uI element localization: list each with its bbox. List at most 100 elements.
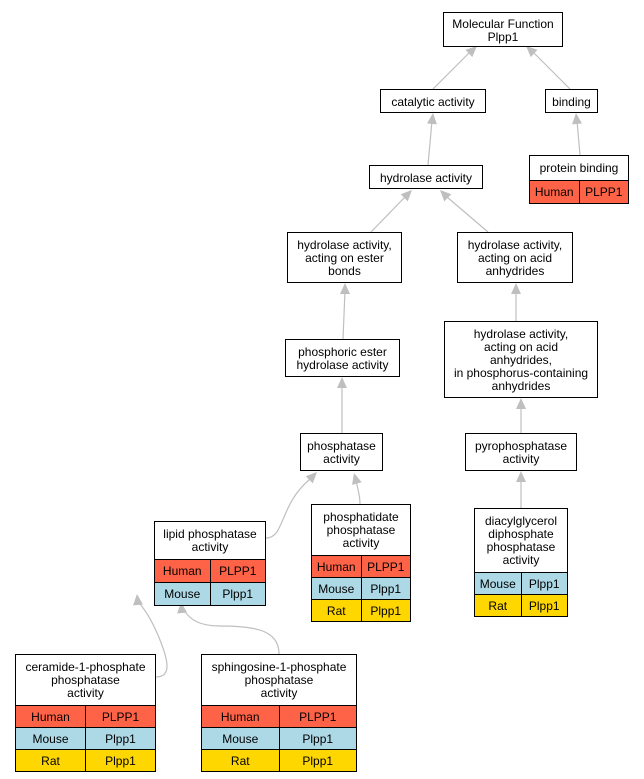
term-label: binding — [552, 94, 591, 109]
edge-lipid-phosphatase-to-phosphatase — [265, 472, 317, 539]
edge-line — [446, 196, 489, 233]
node-hydrolase-ester[interactable]: hydrolase activity, acting on ester bond… — [287, 232, 402, 283]
edge-line — [342, 290, 346, 340]
arrowhead — [133, 594, 143, 606]
species-cell: Mouse — [318, 581, 355, 596]
species-cell: Rat — [230, 753, 250, 768]
arrowhead — [526, 46, 538, 58]
edge-diacylglycerol-to-pyrophosphatase — [516, 471, 526, 508]
species-cell: Human — [220, 709, 260, 724]
edge-line — [576, 120, 581, 156]
edge-line — [370, 196, 406, 233]
term-label: Molecular Function Plpp1 — [452, 16, 554, 44]
gene-row-human: Human PLPP1 — [312, 556, 410, 577]
edge-protein-binding-to-binding — [572, 113, 582, 156]
term-label: hydrolase activity, acting on acid anhyd… — [467, 238, 563, 278]
species-cell: Rat — [41, 753, 60, 768]
term-label: catalytic activity — [391, 94, 475, 109]
arrowhead — [440, 190, 452, 202]
gene-table: Human PLPP1 — [530, 181, 628, 203]
edge-hydrolase-phosphorus-to-hydrolase-acid — [511, 283, 521, 321]
term-label: phosphoric ester hydrolase activity — [296, 345, 389, 372]
term-label: phosphatidate phosphatase activity — [312, 505, 410, 556]
node-ceramide[interactable]: ceramide-1-phosphate phosphatase activit… — [15, 654, 156, 772]
node-diacylglycerol[interactable]: diacylglycerol diphosphate phosphatase a… — [474, 508, 568, 617]
edge-ceramide-to-lipid-phosphatase — [133, 594, 168, 678]
gene-row-rat: Rat Plpp1 — [16, 749, 155, 771]
node-catalytic[interactable]: catalytic activity — [380, 89, 486, 113]
species-cell: Human — [316, 559, 356, 574]
gene-cell: Plpp1 — [520, 595, 568, 616]
term-label: hydrolase activity, acting on acid anhyd… — [453, 327, 589, 393]
edge-line — [432, 51, 471, 90]
gene-cell: Plpp1 — [278, 750, 357, 771]
node-phosphoric-ester[interactable]: phosphoric ester hydrolase activity — [285, 339, 400, 377]
term-label: lipid phosphatase activity — [155, 522, 265, 560]
node-sphingosine[interactable]: sphingosine-1-phosphate phosphatase acti… — [201, 654, 357, 772]
gene-row-human: Human PLPP1 — [530, 181, 628, 203]
node-phosphatase[interactable]: phosphatase activity — [300, 433, 383, 471]
edge-line — [183, 609, 280, 655]
edge-phosphoric-ester-to-hydrolase-ester — [340, 283, 350, 340]
edge-phosphatase-to-phosphoric-ester — [337, 377, 347, 433]
gene-cell: Plpp1 — [85, 750, 155, 771]
term-label: diacylglycerol diphosphate phosphatase a… — [475, 509, 567, 573]
edge-hydrolase-ester-to-hydrolase — [370, 190, 412, 233]
gene-cell: PLPP1 — [85, 706, 155, 727]
arrowhead — [516, 471, 526, 482]
term-label: pyrophosphatase activity — [474, 439, 568, 466]
node-root[interactable]: Molecular Function Plpp1 — [443, 12, 563, 47]
species-cell: Mouse — [222, 731, 259, 746]
edge-pyrophosphatase-to-hydrolase-phosphorus — [516, 398, 526, 433]
gene-cell: Plpp1 — [360, 600, 411, 621]
species-cell: Human — [534, 185, 574, 199]
gene-row-rat: Rat Plpp1 — [475, 594, 567, 616]
gene-cell: PLPP1 — [578, 181, 629, 203]
arrowhead — [511, 283, 521, 294]
term-label: phosphatase activity — [307, 439, 376, 466]
arrowhead — [177, 602, 188, 614]
edge-line — [427, 120, 433, 166]
species-cell: Rat — [488, 598, 508, 613]
species-cell: Mouse — [479, 576, 516, 591]
gene-cell: Plpp1 — [209, 583, 266, 605]
edge-phosphatidate-to-phosphatase — [352, 473, 362, 505]
gene-cell: PLPP1 — [360, 556, 411, 577]
edge-hydrolase-to-catalytic — [427, 113, 437, 166]
arrowhead — [340, 283, 350, 294]
species-cell: Mouse — [32, 731, 69, 746]
node-hydrolase[interactable]: hydrolase activity — [369, 165, 483, 189]
edge-line — [532, 51, 571, 90]
node-hydrolase-phosphorus[interactable]: hydrolase activity, acting on acid anhyd… — [444, 321, 598, 398]
edge-hydrolase-acid-to-hydrolase — [440, 190, 489, 233]
edge-line — [355, 480, 361, 505]
node-binding[interactable]: binding — [545, 89, 598, 113]
gene-cell: PLPP1 — [209, 560, 266, 582]
node-hydrolase-acid[interactable]: hydrolase activity, acting on acid anhyd… — [457, 232, 573, 283]
term-label: protein binding — [530, 156, 628, 181]
arrowhead — [427, 113, 437, 125]
arrowhead — [400, 190, 412, 202]
edge-line — [265, 478, 311, 539]
edge-binding-to-root — [526, 46, 571, 90]
node-pyrophosphatase[interactable]: pyrophosphatase activity — [465, 433, 577, 471]
arrowhead — [572, 113, 582, 125]
term-label: hydrolase activity, acting on ester bond… — [297, 238, 392, 278]
term-label: hydrolase activity — [379, 170, 473, 185]
edge-line — [139, 603, 168, 678]
